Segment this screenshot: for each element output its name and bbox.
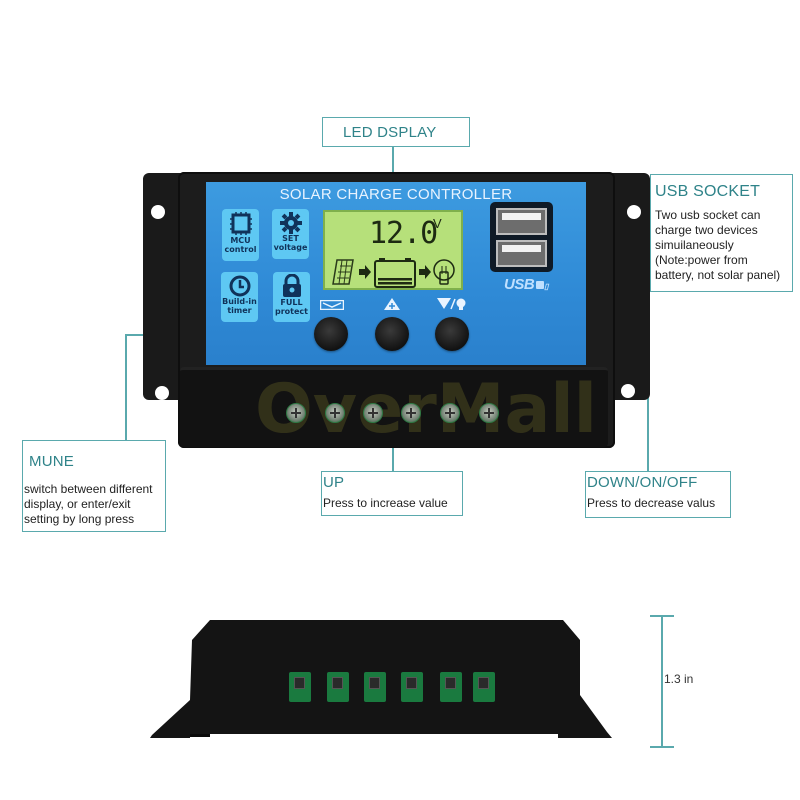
terminal-screw-2 <box>325 403 345 423</box>
usb-desc-line: Two usb socket can <box>655 208 761 222</box>
dimension-tick-bottom <box>650 746 674 748</box>
panel-title: SOLAR CHARGE CONTROLLER <box>279 186 513 203</box>
up-plus-icon <box>384 298 400 310</box>
feature-label-line: timer <box>227 306 252 315</box>
lcd-voltage-value: 12.0 <box>369 216 438 251</box>
side-terminal-1 <box>289 672 311 702</box>
side-terminal-2 <box>327 672 349 702</box>
usb-plug-icon <box>536 281 545 289</box>
feature-label: SET voltage <box>274 234 308 252</box>
mount-hole-top-right <box>627 205 641 219</box>
dimension-line <box>661 615 663 746</box>
feature-set-voltage: SET voltage <box>272 209 309 259</box>
up-description: Press to increase value <box>323 496 448 510</box>
feature-label-line: control <box>224 245 257 254</box>
side-terminal-3 <box>364 672 386 702</box>
side-terminal-5 <box>440 672 462 702</box>
usb-desc-line: battery, not solar panel) <box>655 268 781 282</box>
mune-connector <box>125 334 127 441</box>
led-display-callout: LED DSPLAY <box>322 117 470 147</box>
clock-icon <box>229 275 250 297</box>
down-bulb-icon <box>437 298 466 310</box>
usb-desc-line: charge two devices <box>655 223 758 237</box>
led-display-connector <box>392 147 394 172</box>
feature-label-line: SET <box>282 234 299 243</box>
dimension-label: 1.3 in <box>664 672 694 686</box>
down-connector <box>647 334 649 472</box>
arrow-icon <box>419 265 431 279</box>
mount-hole-bottom-left <box>155 386 169 400</box>
lock-icon <box>282 274 301 297</box>
lcd-status-icons <box>332 258 455 288</box>
mune-connector-top <box>125 334 145 336</box>
terminal-block <box>180 367 608 447</box>
down-on-off-button[interactable] <box>435 317 469 351</box>
chip-icon <box>229 212 252 235</box>
mune-description: switch between different display, or ent… <box>24 482 153 527</box>
usb-socket-title: USB SOCKET <box>655 183 761 200</box>
menu-icon <box>320 300 344 310</box>
up-connector <box>392 448 394 472</box>
down-on-off-title: DOWN/ON/OFF <box>587 474 698 491</box>
down-on-off-description: Press to decrease valus <box>587 496 716 510</box>
solar-panel-icon <box>332 259 354 285</box>
feature-label: FULL protect <box>275 298 308 316</box>
mune-desc-line: display, or enter/exit <box>24 497 131 511</box>
usb-logo: USB ▯ <box>504 276 549 293</box>
usb-desc-line: simuilaneously <box>655 238 734 252</box>
terminal-screw-1 <box>286 403 306 423</box>
bulb-icon <box>433 259 455 285</box>
feature-label: MCU control <box>225 236 257 254</box>
gear-icon <box>279 212 302 234</box>
usb-logo-text: USB <box>504 276 535 293</box>
up-title: UP <box>323 474 345 491</box>
battery-icon <box>374 258 416 288</box>
arrow-icon <box>359 265 371 279</box>
feature-label-line: protect <box>275 307 308 316</box>
mount-hole-bottom-right <box>621 384 635 398</box>
feature-label: Build-in timer <box>222 297 257 315</box>
mount-hole-top-left <box>151 205 165 219</box>
terminal-screw-5 <box>440 403 460 423</box>
feature-label-line: voltage <box>273 243 308 252</box>
side-terminal-6 <box>473 672 495 702</box>
usb-plug-icon-small: ▯ <box>544 282 549 291</box>
down-on-off-callout: DOWN/ON/OFF Press to decrease valus <box>585 471 731 518</box>
feature-mcu-control: MCU control <box>222 209 259 261</box>
lcd-voltage-unit: V <box>433 216 442 231</box>
feature-full-protect: FULL protect <box>273 272 310 322</box>
led-display-title: LED DSPLAY <box>343 124 437 141</box>
feature-label-line: MCU <box>230 236 251 245</box>
terminal-screw-3 <box>363 403 383 423</box>
usb-socket-description: Two usb socket can charge two devices si… <box>655 208 780 283</box>
mune-desc-line: setting by long press <box>24 512 135 526</box>
feature-label-line: FULL <box>280 298 303 307</box>
terminal-screw-4 <box>401 403 421 423</box>
mune-desc-line: switch between different <box>24 482 153 496</box>
watermark: OverMall <box>255 370 597 449</box>
usb-port-top[interactable] <box>496 208 547 235</box>
feature-label-line: Build-in <box>222 297 257 306</box>
up-button[interactable] <box>375 317 409 351</box>
usb-port-bottom[interactable] <box>496 240 547 267</box>
lcd-display: 12.0 V <box>323 210 463 290</box>
usb-desc-line: (Note:power from <box>655 253 748 267</box>
mune-callout: MUNE switch between different display, o… <box>22 440 166 532</box>
side-terminal-4 <box>401 672 423 702</box>
up-callout: UP Press to increase value <box>321 471 463 516</box>
menu-button[interactable] <box>314 317 348 351</box>
terminal-screw-6 <box>479 403 499 423</box>
mune-title: MUNE <box>29 453 74 470</box>
usb-socket-callout: USB SOCKET Two usb socket can charge two… <box>650 174 793 292</box>
feature-build-in-timer: Build-in timer <box>221 272 258 322</box>
usb-socket[interactable] <box>490 202 553 272</box>
